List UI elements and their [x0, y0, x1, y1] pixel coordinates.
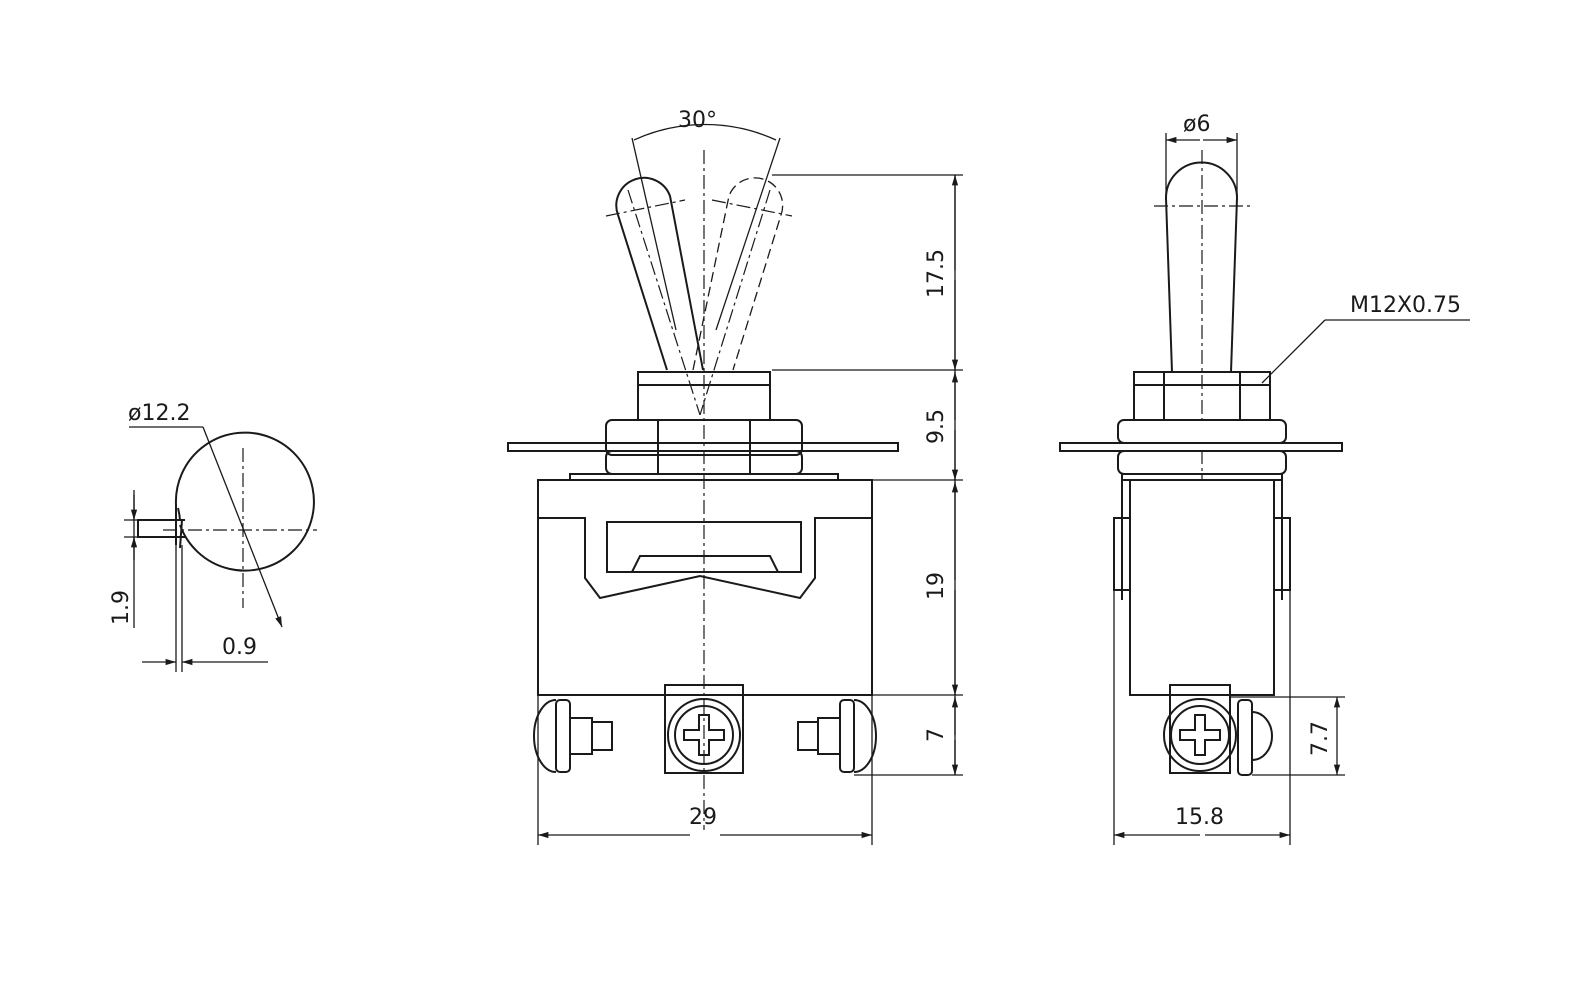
phillips-screw-icon — [683, 714, 725, 756]
lever-diameter-label: ø6 — [1183, 112, 1210, 137]
front-view: 30° — [507, 108, 963, 845]
terminal-screw-right — [797, 699, 877, 773]
terminal-screw-left — [533, 699, 613, 773]
key-notch — [137, 519, 185, 538]
lever-angle-label: 30° — [678, 108, 717, 133]
body-height-label: 19 — [924, 572, 949, 600]
side-width-label: 15.8 — [1175, 805, 1224, 830]
body-width-label: 29 — [689, 805, 717, 830]
bushing-height-label: 9.5 — [924, 409, 949, 444]
toggle-lever — [615, 176, 704, 371]
lever-height-label: 17.5 — [924, 249, 949, 298]
terminal-height-label: 7 — [924, 728, 949, 742]
thread-spec-label: M12X0.75 — [1350, 293, 1461, 318]
side-lock-washer — [1059, 442, 1343, 452]
switch-body — [537, 479, 873, 696]
hole-diameter-label: ø12.2 — [128, 401, 190, 426]
side-view: ø6 M12X0.75 — [1059, 112, 1470, 845]
key-depth-label: 0.9 — [222, 635, 257, 660]
side-terminal-height-label: 7.7 — [1308, 721, 1333, 756]
panel-hole-outline — [174, 431, 315, 572]
panel-hole-view: ø12.2 1.9 0.9 — [109, 401, 317, 672]
side-phillips-screw-icon — [1179, 714, 1221, 756]
toggle-lever-alternate — [692, 177, 784, 371]
lock-washer — [507, 442, 899, 452]
side-terminal-screw — [1163, 684, 1273, 776]
key-height-label: 1.9 — [109, 590, 134, 625]
side-mounting-nut — [1117, 419, 1287, 444]
side-switch-body — [1129, 479, 1275, 696]
